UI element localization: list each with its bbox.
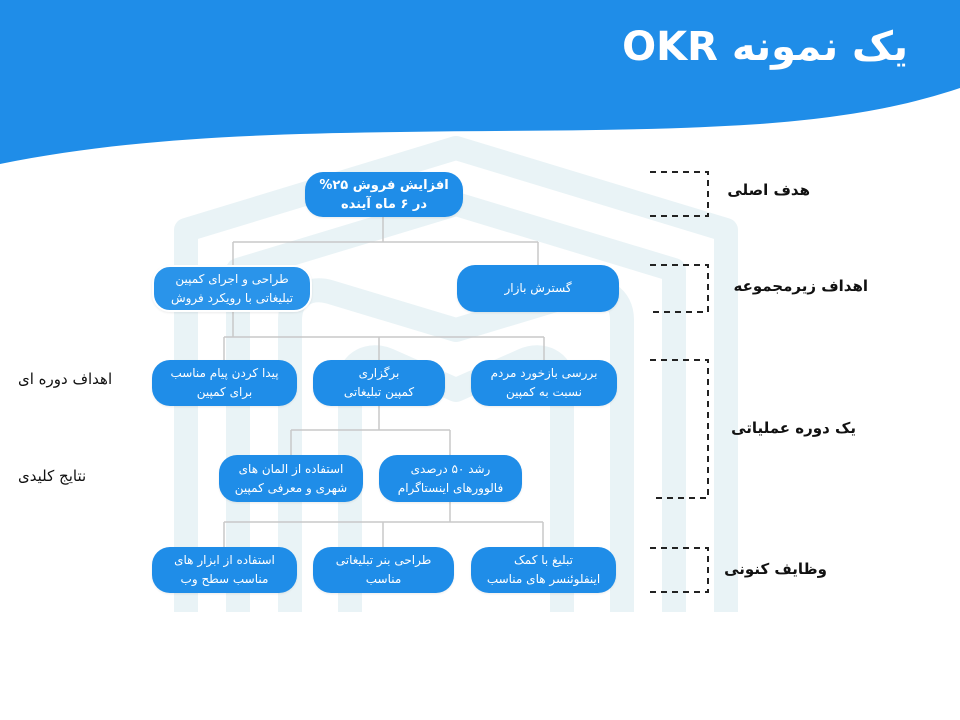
page-title: یک نمونه OKR (622, 24, 908, 70)
node-task-web-line2: مناسب سطح وب (180, 572, 269, 586)
node-task-banner: طراحی بنر تبلیغاتی مناسب (313, 547, 454, 593)
label-operational-period: یک دوره عملیاتی (731, 419, 856, 437)
node-task-web: استفاده از ابزار های مناسب سطح وب (152, 547, 297, 593)
node-period-message: پیدا کردن پیام مناسب برای کمپین (152, 360, 297, 406)
node-result-growth: رشد ۵۰ درصدی فالوورهای اینستاگرام (379, 455, 522, 502)
label-sub-goals: اهداف زیرمجموعه (733, 277, 869, 295)
label-current-tasks: وظایف کنونی (724, 560, 827, 578)
node-main-goal-line2: در ۶ ماه آینده (340, 196, 428, 212)
node-main-goal-line1: افزایش فروش ۲۵% (319, 177, 449, 193)
node-period-feedback-line1: بررسی بازخورد مردم (490, 366, 598, 380)
node-task-banner-line2: مناسب (365, 572, 402, 586)
header-wave (0, 0, 960, 164)
node-result-elements-line1: استفاده از المان های (238, 461, 344, 476)
node-task-banner-line1: طراحی بنر تبلیغاتی (335, 553, 432, 567)
node-period-message-line2: برای کمپین (196, 385, 253, 399)
node-result-growth-line1: رشد ۵۰ درصدی (410, 461, 491, 476)
node-sub-market-line1: گسترش بازار (504, 281, 572, 295)
node-sub-market: گسترش بازار (457, 265, 619, 312)
node-sub-design-line1: طراحی و اجرای کمپین (175, 271, 289, 286)
node-period-campaign: برگزاری کمپین تبلیغاتی (313, 360, 445, 406)
label-main-goal: هدف اصلی (727, 181, 810, 199)
node-result-elements-line2: شهری و معرفی کمپین (234, 480, 348, 495)
node-task-influencer: تبلیغ با کمک اینفلوئنسر های مناسب (471, 547, 616, 593)
node-result-growth-line2: فالوورهای اینستاگرام (397, 480, 504, 495)
node-sub-design-line2: تبلیغاتی با رویکرد فروش (170, 290, 294, 305)
node-task-influencer-line1: تبلیغ با کمک (514, 553, 573, 567)
node-period-campaign-line1: برگزاری (358, 366, 400, 380)
node-result-elements: استفاده از المان های شهری و معرفی کمپین (219, 455, 363, 502)
node-period-campaign-line2: کمپین تبلیغاتی (343, 385, 415, 399)
node-main-goal: افزایش فروش ۲۵% در ۶ ماه آینده (305, 172, 463, 217)
label-key-results: نتایج کلیدی (18, 467, 87, 485)
node-task-web-line1: استفاده از ابزار های (174, 553, 275, 567)
node-period-message-line1: پیدا کردن پیام مناسب (170, 366, 279, 380)
label-period-goals: اهداف دوره ای (18, 370, 113, 388)
node-period-feedback: بررسی بازخورد مردم نسبت به کمپین (471, 360, 617, 406)
node-period-feedback-line2: نسبت به کمپین (506, 385, 582, 399)
node-task-influencer-line2: اینفلوئنسر های مناسب (486, 572, 601, 586)
node-sub-design: طراحی و اجرای کمپین تبلیغاتی با رویکرد ف… (152, 265, 312, 312)
